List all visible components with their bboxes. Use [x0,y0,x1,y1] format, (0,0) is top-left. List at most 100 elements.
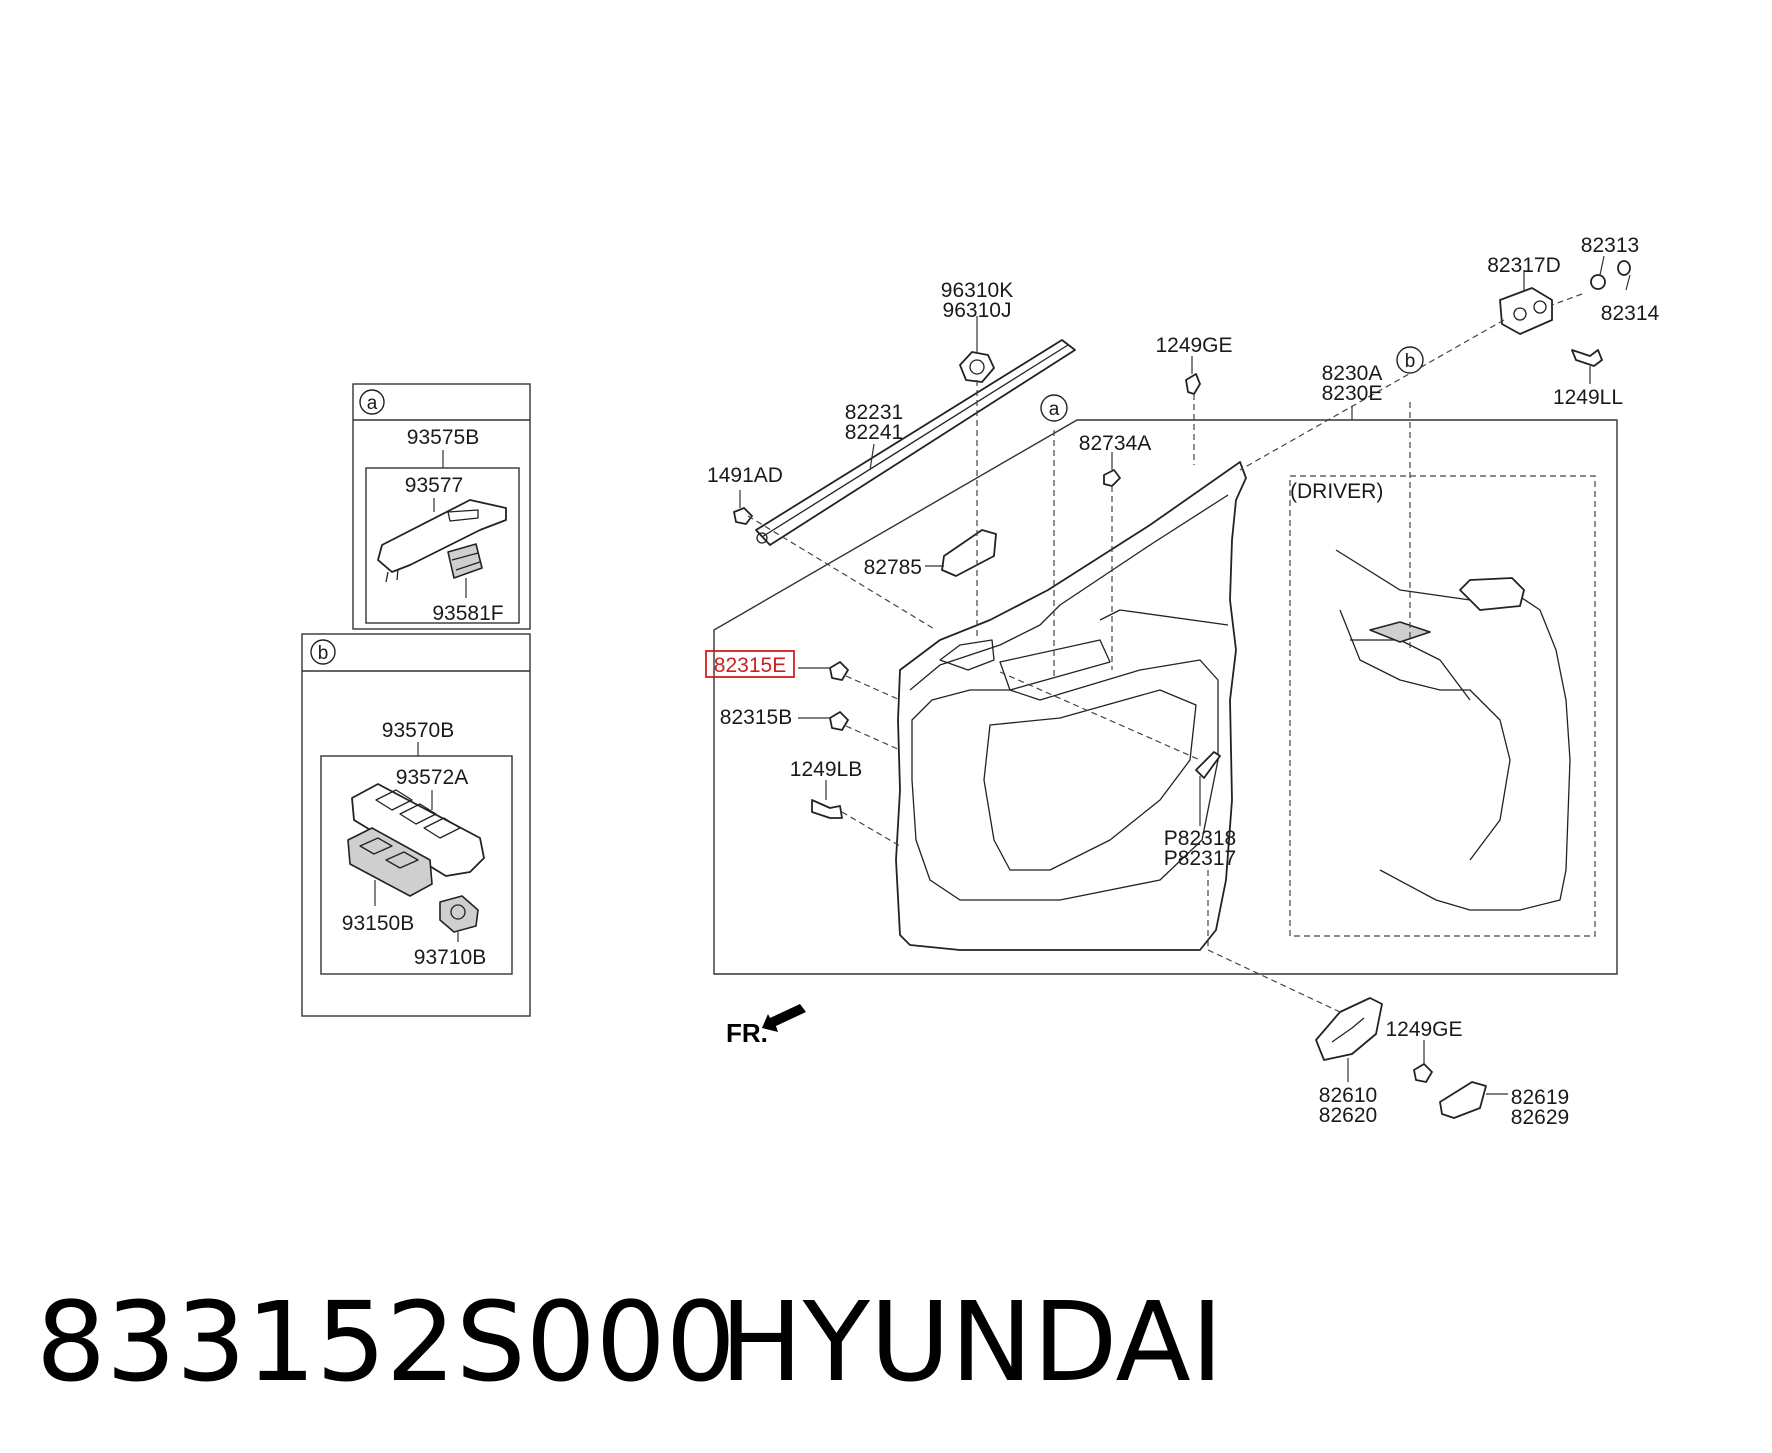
label-82315b: 82315B [720,706,792,729]
driver-inset-frame [1289,475,1596,937]
clip-82315b-shape [829,711,849,731]
clip-82315e-shape [829,661,849,681]
bracket-hole-2-shape [1533,300,1547,314]
label-p82318: P82318 [1164,827,1236,850]
dash-bolt [1551,293,1583,306]
inset-b-cover-label: 93572A [396,766,468,789]
fastener-1249ge-bottom-shape [1413,1063,1433,1083]
screw-1249lb-shape [811,799,843,819]
dash-1249lb [841,811,901,847]
door-trim-panel-shape [895,461,1247,951]
switch-opening-shape [999,639,1111,691]
speaker-grille-shape [959,351,995,383]
label-96310k: 96310K [941,279,1013,302]
inset-a-assy-label: 93575B [407,426,479,449]
label-p82317: P82317 [1164,847,1236,870]
inset-a-marker-circle [359,389,385,415]
trim-piece-p82318-shape [1195,751,1221,779]
fr-label: FR. [726,1018,768,1048]
label-1249ge-bottom: 1249GE [1385,1018,1462,1041]
marker-b-circle [1396,346,1424,374]
screw-1249ll-shape [1571,349,1603,367]
cap-82314-shape [1617,260,1631,276]
lead-weatherstrip [869,443,875,471]
pull-bracket-shape [1499,287,1553,335]
window-switch-cover-shape [377,499,507,573]
dash-bracket [1239,319,1505,471]
label-1249ll: 1249LL [1553,386,1623,409]
clip-1491ad-shape [733,507,753,525]
cover-slot-shape [447,509,479,522]
marker-a-circle [1040,394,1068,422]
marker-b: b [1405,351,1416,372]
label-1249lb: 1249LB [790,758,862,781]
mirror-switch-knob-shape [450,904,466,920]
inset-b-marker-circle [310,639,336,665]
label-82231: 82231 [845,401,903,424]
mirror-switch-shape [439,895,479,933]
label-82629: 82629 [1511,1106,1569,1129]
label-8230a: 8230A [1322,362,1383,385]
label-1491ad: 1491AD [707,464,783,487]
front-arrow-icon [762,1004,806,1032]
label-82317d: 82317D [1487,254,1561,277]
marker-a: a [1049,399,1060,420]
main-assembly: (DRIVER) [705,234,1660,1129]
bezel-openings-shape [375,789,461,839]
handle-cap-shape [1439,1081,1487,1119]
dash-1491ad [747,515,937,631]
driver-switch-shape [1369,621,1431,643]
inset-a-frame [352,383,531,630]
lead-cap-82314 [1625,274,1631,291]
panel-armrest-shape [983,689,1197,871]
inset-b: b 93570B 93572A 93150B 93710B [301,633,531,1017]
speaker-grille-center-shape [969,359,985,375]
footer-brand: HYUNDAI [720,1278,1223,1406]
weatherstrip-end-shape [756,532,768,544]
driver-panel-insert-shape [1339,609,1511,861]
label-82313: 82313 [1581,234,1639,257]
label-82315e: 82315E [714,654,786,677]
inset-a-switch-label: 93581F [432,602,503,625]
inset-a-cover-label: 93577 [405,474,463,497]
bolt-82313-shape [1590,274,1606,290]
driver-panel-outline-shape [1335,549,1571,911]
inset-b-assy-label: 93570B [382,719,454,742]
switch-detail-shape [451,552,481,571]
footer-part-number: 833152S000 [36,1278,736,1406]
inner-door-handle-shape [1315,997,1383,1061]
driver-pull-cup-shape [1459,577,1525,611]
label-1249ge-top: 1249GE [1155,334,1232,357]
label-82241: 82241 [845,421,903,444]
label-96310j: 96310J [943,299,1012,322]
lead-bolt-82313 [1599,255,1605,276]
fastener-1249ge-top-shape [1185,373,1201,395]
panel-upper-edge-shape [909,494,1229,691]
assembly-box-frame [713,419,1618,975]
switch-buttons-shape [359,837,419,869]
inset-b-marker: b [318,643,329,664]
dash-82315e [845,675,901,701]
inset-b-mirror-label: 93710B [414,946,486,969]
inset-b-frame [301,633,531,1017]
inset-a-inner-frame [365,467,520,624]
cover-tabs-shape [385,568,399,583]
highlight-box-82315e [705,650,795,678]
label-8230e: 8230E [1322,382,1383,405]
window-switch-shape [447,543,483,579]
dash-trim-piece [999,671,1201,761]
handle-lever-shape [1331,1017,1365,1043]
panel-pull-cup-shape [939,639,995,671]
label-82610: 82610 [1319,1084,1377,1107]
label-82620: 82620 [1319,1104,1377,1127]
inner-handle-cover-shape [941,529,997,577]
dash-handle [1207,870,1341,1013]
dash-82315b [845,725,901,751]
label-82619: 82619 [1511,1086,1569,1109]
driver-panel-ridge-shape [1350,639,1471,701]
bracket-hole-1-shape [1513,307,1527,321]
driver-label: (DRIVER) [1290,480,1383,503]
inset-b-main-switch-label: 93150B [342,912,414,935]
